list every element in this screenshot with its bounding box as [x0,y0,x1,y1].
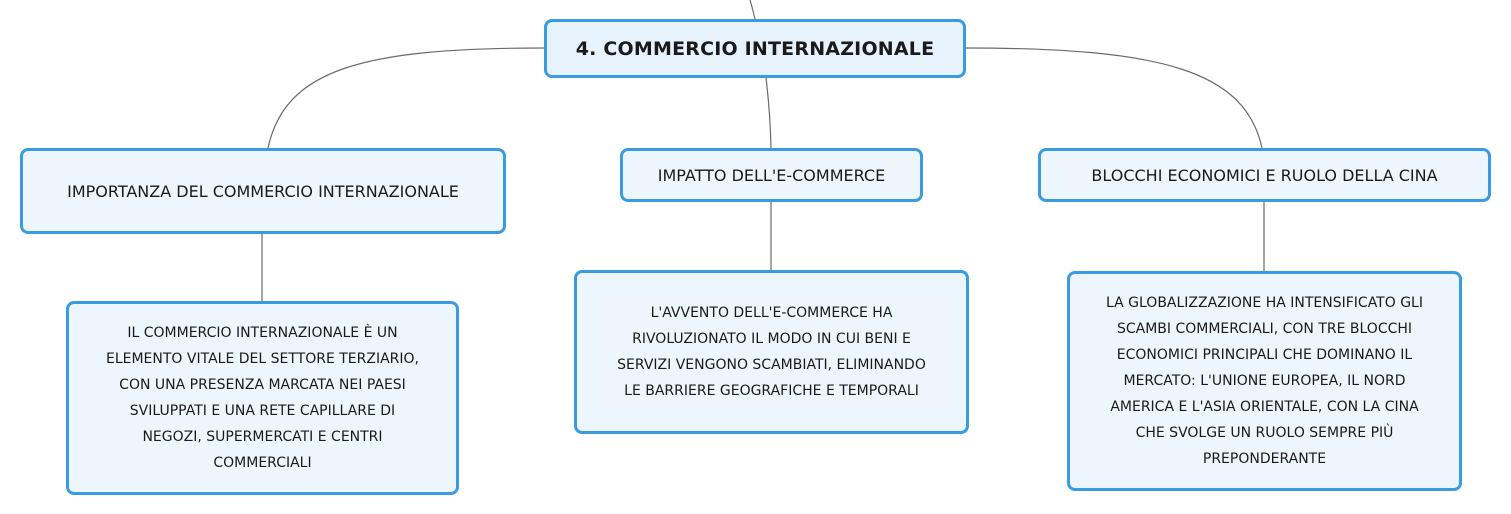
detail-node-impatto[interactable]: L'AVVENTO DELL'E-COMMERCE HA RIVOLUZIONA… [574,270,969,434]
topic-node-label: IMPATTO DELL'E-COMMERCE [657,165,886,185]
detail-node-text: IL COMMERCIO INTERNAZIONALE È UN ELEMENT… [105,325,419,471]
detail-node-text: L'AVVENTO DELL'E-COMMERCE HA RIVOLUZIONA… [617,305,926,399]
connector-parent-to-root [749,0,756,20]
root-node[interactable]: 4. COMMERCIO INTERNAZIONALE [544,19,966,78]
connector-root-to-importanza [267,47,545,149]
connector-root-to-impatto [765,77,772,149]
root-node-label: 4. COMMERCIO INTERNAZIONALE [575,37,935,60]
topic-node-impatto[interactable]: IMPATTO DELL'E-COMMERCE [620,148,923,202]
topic-node-importanza[interactable]: IMPORTANZA DEL COMMERCIO INTERNAZIONALE [20,148,506,234]
detail-node-importanza[interactable]: IL COMMERCIO INTERNAZIONALE È UN ELEMENT… [66,301,459,495]
topic-node-label: BLOCCHI ECONOMICI E RUOLO DELLA CINA [1091,165,1438,185]
topic-node-label: IMPORTANZA DEL COMMERCIO INTERNAZIONALE [67,181,459,201]
connector-root-to-blocchi [965,47,1263,149]
topic-node-blocchi[interactable]: BLOCCHI ECONOMICI E RUOLO DELLA CINA [1038,148,1491,202]
detail-node-text: LA GLOBALIZZAZIONE HA INTENSIFICATO GLI … [1106,295,1423,467]
detail-node-blocchi[interactable]: LA GLOBALIZZAZIONE HA INTENSIFICATO GLI … [1067,271,1462,491]
